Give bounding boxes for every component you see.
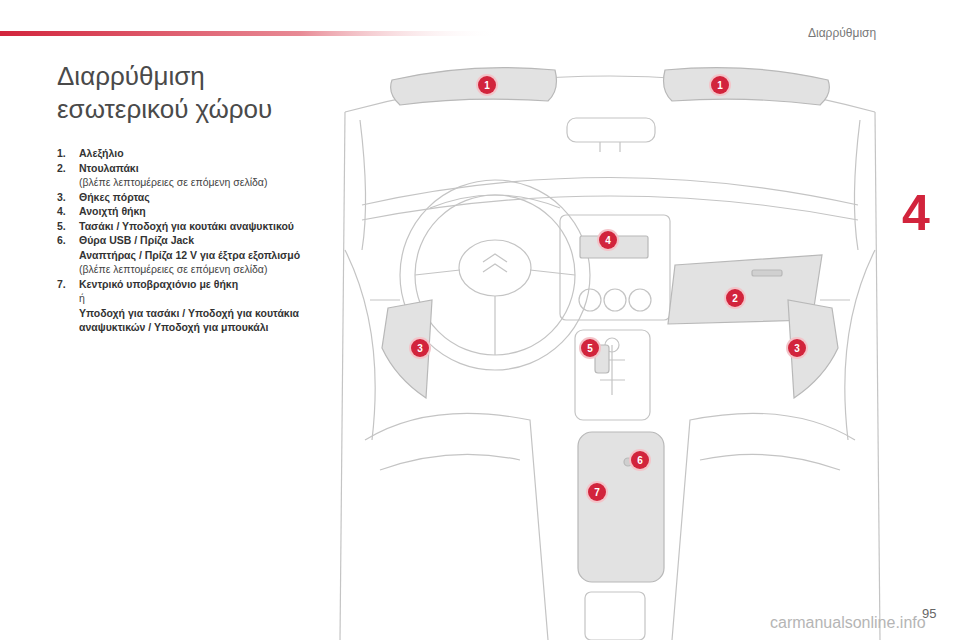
watermark: carmanualsonline.info xyxy=(770,614,926,632)
callout-number: 1 xyxy=(711,76,729,94)
center-stack xyxy=(560,215,670,320)
item-body: Ανοιχτή θήκη xyxy=(79,204,322,219)
callout-number: 2 xyxy=(726,289,744,307)
callout-number: 5 xyxy=(581,339,599,357)
cabin-lines xyxy=(340,76,880,640)
item-body: Θύρα USB / Πρίζα JackΑναπτήρας / Πρίζα 1… xyxy=(79,233,322,277)
item-number: 5. xyxy=(57,219,79,234)
item-number: 1. xyxy=(57,146,79,161)
list-item: 7.Κεντρικό υποβραχιόνιο με θήκηήΥποδοχή … xyxy=(57,277,322,335)
item-text: Θήκες πόρτας xyxy=(79,190,322,205)
legend-list: 1.Αλεξήλιο2.Ντουλαπάκι(βλέπε λεπτομέρειε… xyxy=(57,146,322,335)
mirror-stem xyxy=(600,142,620,152)
header-bar xyxy=(0,31,500,36)
steering-hub xyxy=(459,240,531,296)
seat-left xyxy=(365,413,548,640)
knob xyxy=(604,289,626,311)
item-text: Κεντρικό υποβραχιόνιο με θήκη xyxy=(79,277,322,292)
callout-number: 6 xyxy=(631,451,649,469)
list-item: 3.Θήκες πόρτας xyxy=(57,190,322,205)
sun-visor xyxy=(664,68,830,105)
item-text: Θύρα USB / Πρίζα Jack xyxy=(79,233,322,248)
rear-console xyxy=(585,592,645,640)
item-text: Ανοιχτή θήκη xyxy=(79,204,322,219)
chapter-tab: 4 xyxy=(902,188,930,238)
item-body: Τασάκι / Υποδοχή για κουτάκι αναψυκτικού xyxy=(79,219,322,234)
list-item: 4.Ανοιχτή θήκη xyxy=(57,204,322,219)
door-left xyxy=(345,250,375,440)
page-title: Διαρρύθμιση εσωτερικού χώρου xyxy=(57,60,307,126)
knob xyxy=(579,289,601,311)
item-number: 7. xyxy=(57,277,79,335)
armrest xyxy=(578,432,664,582)
a-pillar-right xyxy=(854,120,860,250)
storage-areas xyxy=(382,68,838,582)
list-item: 2.Ντουλαπάκι(βλέπε λεπτομέρειες σε επόμε… xyxy=(57,161,322,190)
door-pocket xyxy=(788,300,838,398)
item-note: (βλέπε λεπτομέρειες σε επόμενη σελίδα) xyxy=(79,175,322,190)
a-pillar-left xyxy=(360,120,366,250)
steering-wheel-inner xyxy=(415,195,575,355)
running-header: Διαρρύθμιση xyxy=(808,26,876,40)
list-item: 5.Τασάκι / Υποδοχή για κουτάκι αναψυκτικ… xyxy=(57,219,322,234)
item-text: Ντουλαπάκι xyxy=(79,161,322,176)
item-note: ή xyxy=(79,291,322,306)
instrument-hood xyxy=(430,195,560,208)
item-note: (βλέπε λεπτομέρειες σε επόμενη σελίδα) xyxy=(79,262,322,277)
callout-number: 1 xyxy=(478,76,496,94)
pillar-left xyxy=(340,112,345,640)
item-text: Υποδοχή για τασάκι / Υποδοχή για κουτάκι… xyxy=(79,306,322,335)
knob xyxy=(629,289,651,311)
door-right xyxy=(845,250,875,440)
item-body: Ντουλαπάκι(βλέπε λεπτομέρειες σε επόμενη… xyxy=(79,161,322,190)
door-pocket xyxy=(382,300,432,398)
brand-chevrons xyxy=(483,254,507,272)
item-number: 6. xyxy=(57,233,79,277)
item-body: Κεντρικό υποβραχιόνιο με θήκηήΥποδοχή γι… xyxy=(79,277,322,335)
callout-number: 4 xyxy=(599,231,617,249)
item-text: Αναπτήρας / Πρίζα 12 V για έξτρα εξοπλισ… xyxy=(79,248,322,263)
item-number: 4. xyxy=(57,204,79,219)
sun-visor xyxy=(391,68,557,105)
item-text: Αλεξήλιο xyxy=(79,146,322,161)
item-number: 3. xyxy=(57,190,79,205)
callout-number: 3 xyxy=(411,339,429,357)
item-text: Τασάκι / Υποδοχή για κουτάκι αναψυκτικού xyxy=(79,219,322,234)
callout-number: 3 xyxy=(788,339,806,357)
wheel-spokes xyxy=(415,270,575,355)
glovebox-handle xyxy=(752,270,782,276)
seat-right xyxy=(672,413,855,640)
gear-area xyxy=(575,330,650,420)
pillar-right xyxy=(875,112,880,640)
item-body: Αλεξήλιο xyxy=(79,146,322,161)
list-item: 1.Αλεξήλιο xyxy=(57,146,322,161)
item-body: Θήκες πόρτας xyxy=(79,190,322,205)
callout-number: 7 xyxy=(588,483,606,501)
item-number: 2. xyxy=(57,161,79,190)
list-item: 6.Θύρα USB / Πρίζα JackΑναπτήρας / Πρίζα… xyxy=(57,233,322,277)
rear-mirror xyxy=(567,118,655,142)
